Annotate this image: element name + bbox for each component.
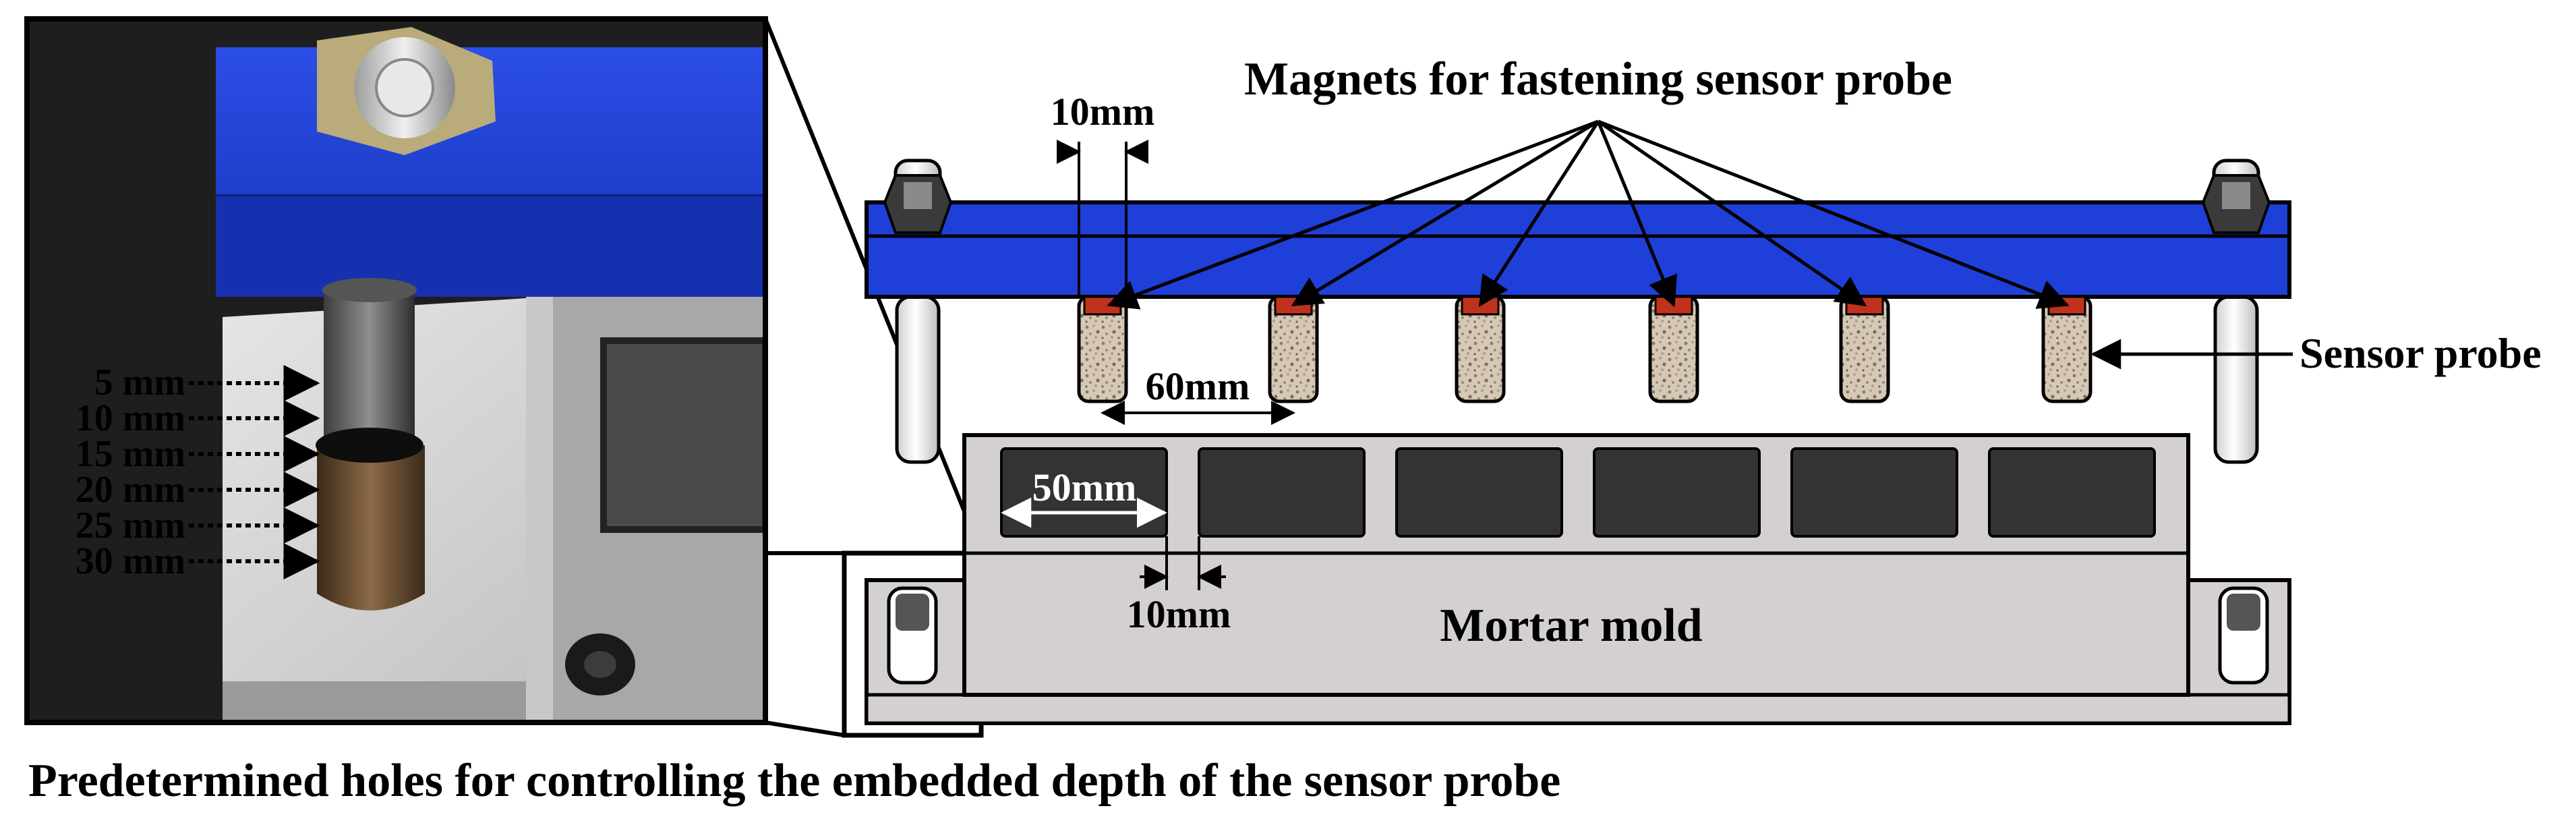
depth-label: 30 mm (76, 540, 185, 582)
dim-probe-spacing: 60mm (1101, 364, 1295, 425)
depth-label: 5 mm (94, 362, 185, 403)
dim-gap-bottom: 10mm (1127, 536, 1231, 636)
magnet (1845, 295, 1884, 316)
sensor-probe (1077, 295, 1128, 403)
depth-label: 15 mm (76, 433, 185, 475)
dim-label: 50mm (1032, 465, 1137, 509)
dim-label: 10mm (1127, 592, 1231, 636)
mold-cell (1790, 447, 1958, 538)
magnet (1654, 295, 1693, 316)
dim-gap-top: 10mm (1051, 90, 1155, 297)
depth-labels: 5 mm 10 mm 15 mm 20 mm 25 mm 30 mm (76, 362, 185, 582)
mortar-mold (865, 433, 2291, 725)
magnet-leaders (1107, 119, 2070, 310)
support-rod (895, 295, 941, 464)
schematic: 10mm 60mm 50mm 10mm Magnets for fastenin… (865, 53, 2542, 725)
label-mortar-mold: Mortar mold (1440, 600, 1703, 652)
depth-label: 10 mm (76, 397, 185, 439)
mold-cell (1395, 447, 1563, 538)
sensor-probe (2041, 295, 2092, 403)
label-magnets: Magnets for fastening sensor probe (1244, 53, 1952, 105)
sensor-probe (1268, 295, 1319, 403)
blue-plate (865, 174, 2291, 299)
dim-label: 10mm (1051, 90, 1155, 134)
sensor-probe (1648, 295, 1699, 403)
mold-cell (1988, 447, 2156, 538)
dim-label: 60mm (1146, 364, 1250, 408)
mold-cell (1198, 447, 1366, 538)
magnet (1274, 295, 1313, 316)
figure-caption: Predetermined holes for controlling the … (28, 755, 1560, 807)
sensor-probe (1455, 295, 1506, 403)
sensor-probe (1839, 295, 1890, 403)
dim-cell-width: 50mm (1001, 465, 1167, 528)
label-sensor-probe: Sensor probe (2300, 329, 2542, 377)
depth-arrows (189, 365, 320, 579)
depth-label: 25 mm (76, 505, 185, 546)
depth-label: 20 mm (76, 469, 185, 511)
support-rod (2213, 295, 2259, 464)
mold-cell (1593, 447, 1761, 538)
probe-holes-photo (317, 445, 425, 610)
magnet (1083, 295, 1122, 316)
magnet (1461, 295, 1500, 316)
photo-inset: 5 mm 10 mm 15 mm 20 mm 25 mm 30 mm (24, 16, 768, 725)
